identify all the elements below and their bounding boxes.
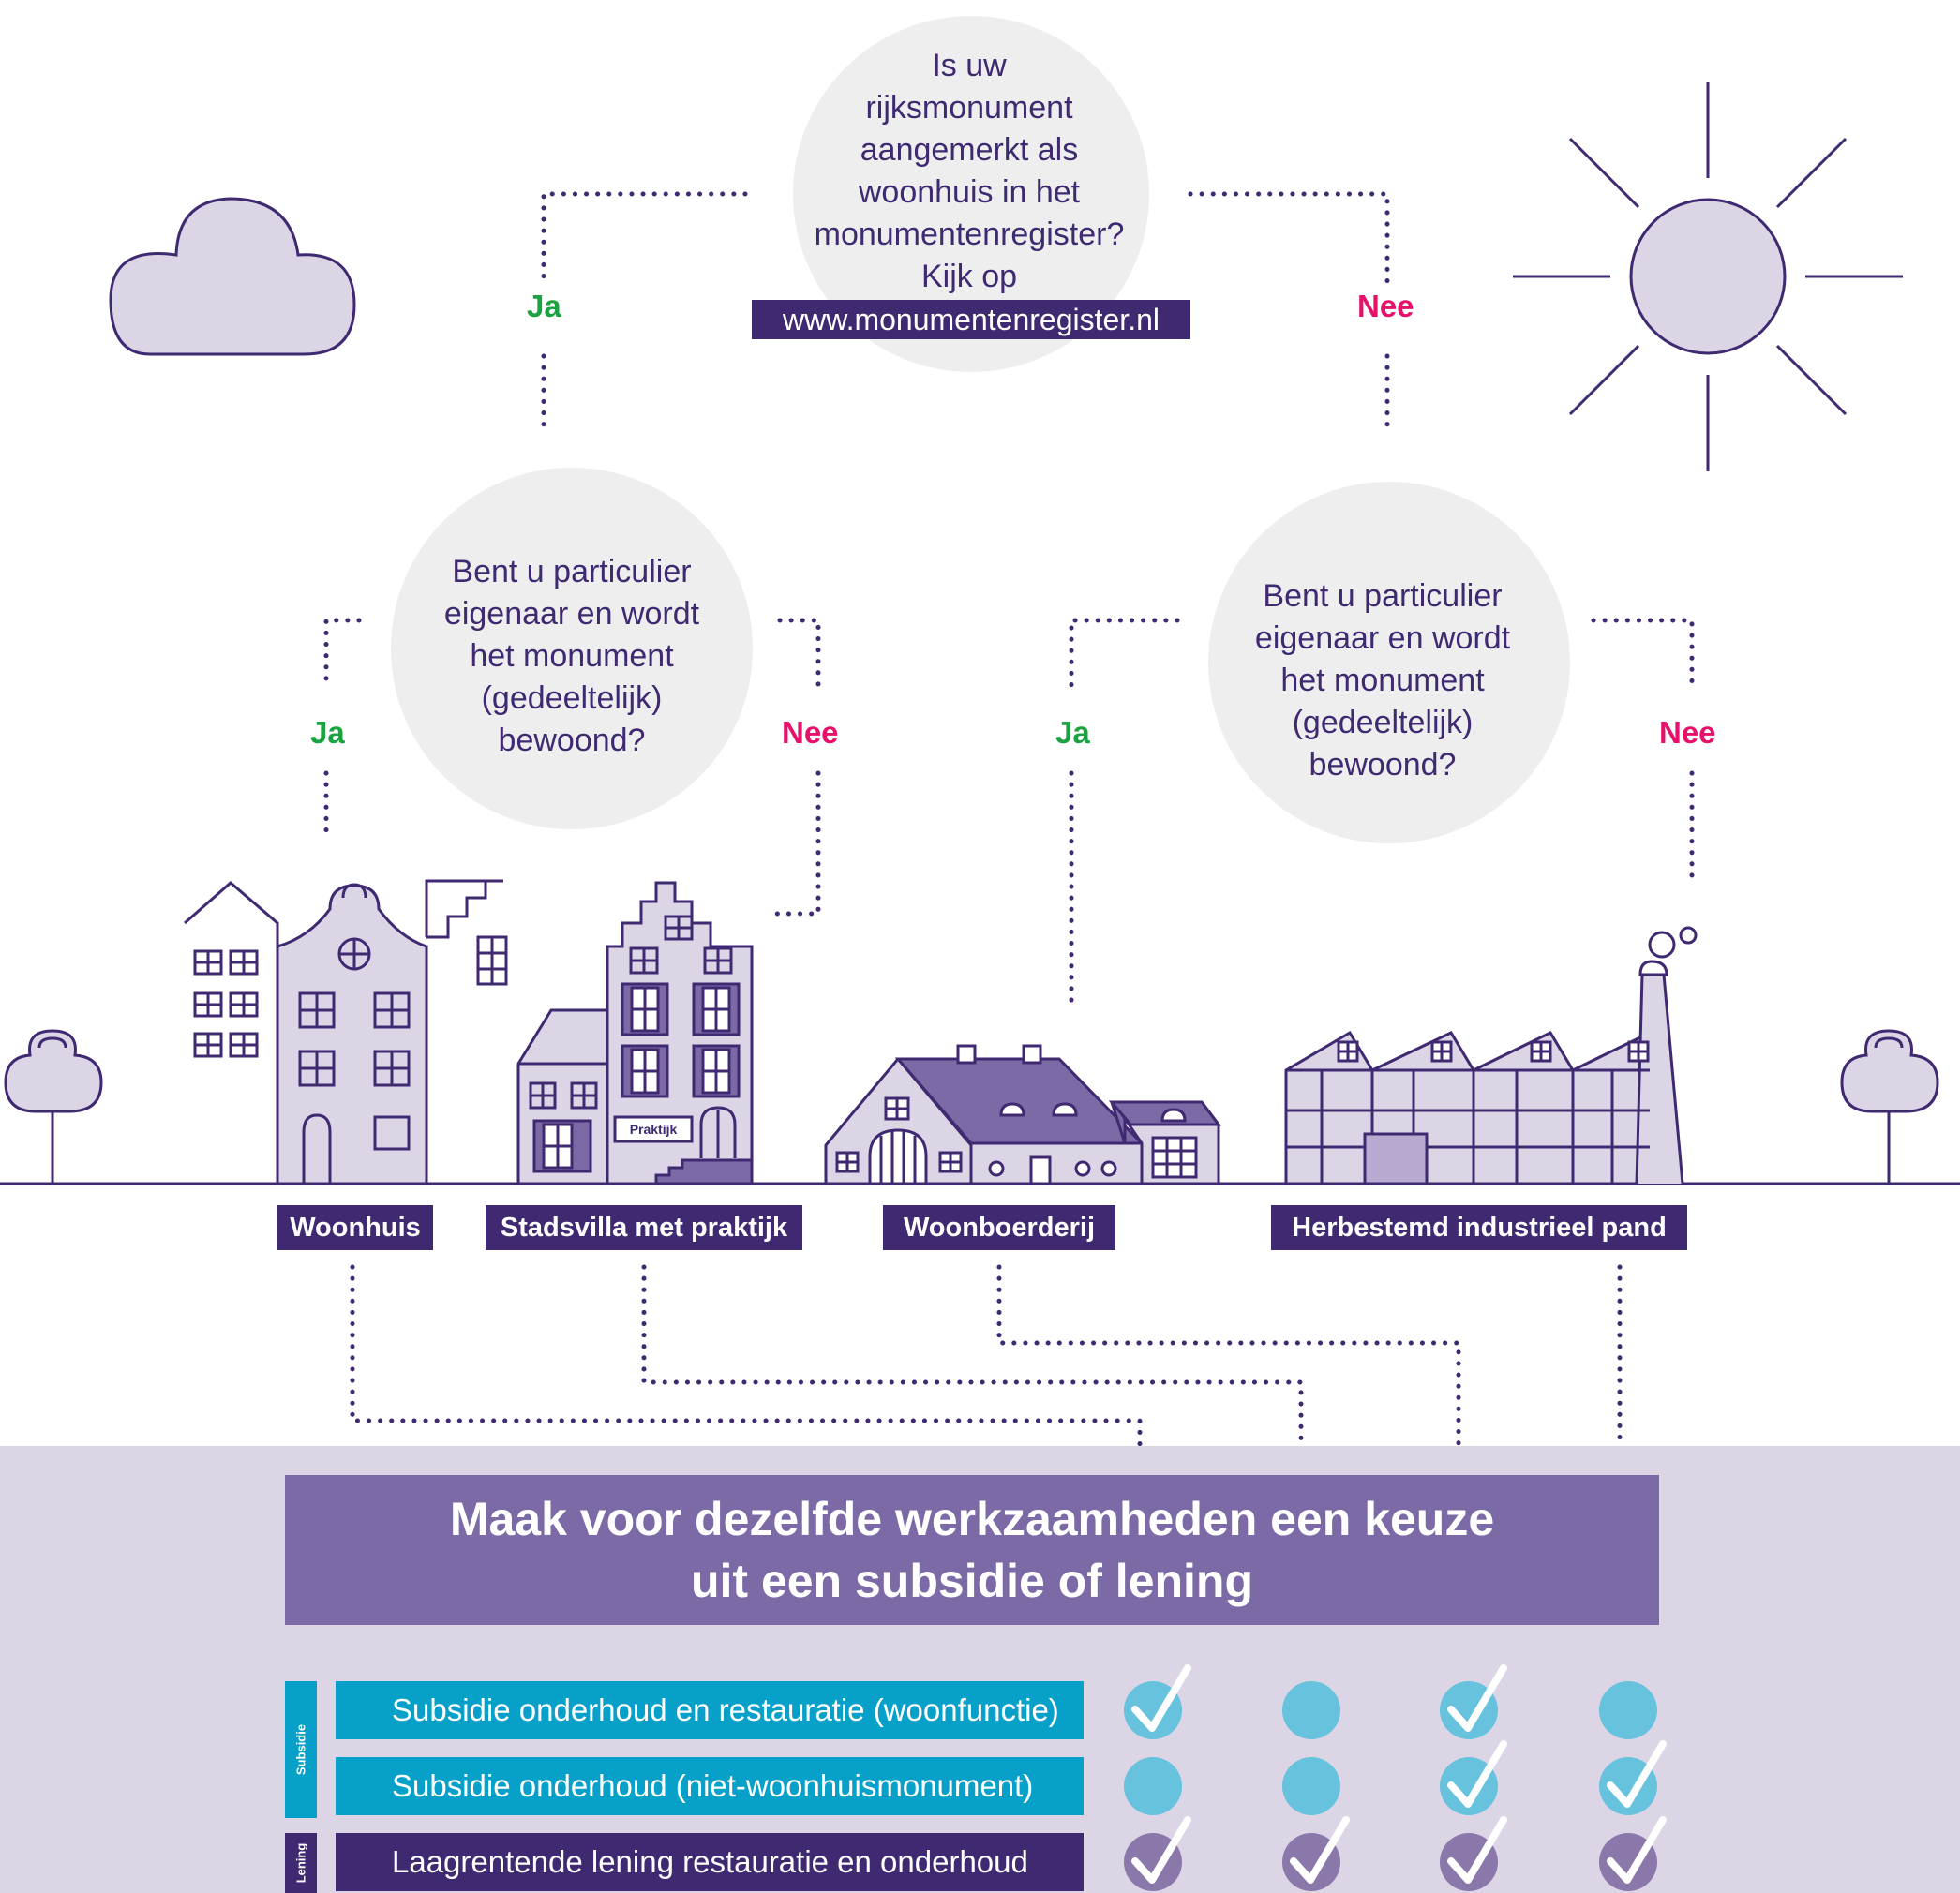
check-dot (1282, 1816, 1350, 1891)
empty-dot (1282, 1757, 1340, 1815)
check-dot (1599, 1740, 1667, 1815)
stadsvilla-building (516, 881, 754, 1185)
empty-dot (1124, 1757, 1182, 1815)
woonhuis-building (184, 879, 508, 1185)
question-top-text: Is uw rijksmonument aangemerkt als woonh… (797, 45, 1142, 298)
banner-line: Maak voor dezelfde werkzaamheden een keu… (449, 1493, 1495, 1545)
woonboerderij-building (824, 1044, 1221, 1185)
question-left-text: Bent u particulier eigenaar en wordt het… (398, 551, 745, 762)
option-row-lening: Laagrentende lening restauratie en onder… (336, 1833, 1084, 1891)
cloud-icon (109, 197, 356, 356)
checkmark-icon (1607, 1740, 1667, 1808)
check-dot (1440, 1664, 1507, 1739)
question-right-text: Bent u particulier eigenaar en wordt het… (1209, 575, 1556, 786)
question-circle-right (1208, 482, 1570, 843)
question-left-line: eigenaar en wordt (443, 596, 700, 632)
answer-right-no: Nee (1659, 715, 1716, 750)
question-top-line: woonhuis in het (858, 174, 1081, 210)
empty-dot (1282, 1681, 1340, 1739)
tree-icon-right (1840, 1029, 1939, 1184)
question-left-line: Bent u particulier (452, 554, 692, 589)
question-left-line: (gedeeltelijk) (481, 680, 663, 716)
question-top-line: rijksmonument (865, 90, 1073, 126)
question-circle-left (391, 468, 753, 829)
label-woonboerderij: Woonboerderij (883, 1205, 1115, 1250)
sun-icon (1513, 82, 1903, 471)
label-stadsvilla: Stadsvilla met praktijk (486, 1205, 802, 1250)
question-circle-top (793, 16, 1149, 372)
side-label-text: Lening (293, 1842, 308, 1884)
tree-icon-left (4, 1029, 103, 1184)
question-right-line: (gedeeltelijk) (1292, 705, 1474, 740)
question-left-line: bewoond? (498, 723, 646, 758)
check-dot (1599, 1816, 1667, 1891)
banner-line: uit een subsidie of lening (690, 1555, 1254, 1607)
check-dot (1440, 1816, 1507, 1891)
monumentenregister-link[interactable]: www.monumentenregister.nl (752, 300, 1190, 339)
industrieel-building (1284, 926, 1698, 1185)
option-row-subsidie-niet-woonhuis: Subsidie onderhoud (niet-woonhuismonumen… (336, 1757, 1084, 1815)
side-label-text: Subsidie (293, 1723, 308, 1776)
option-row-subsidie-woonfunctie: Subsidie onderhoud en restauratie (woonf… (336, 1681, 1084, 1739)
choice-banner: Maak voor dezelfde werkzaamheden een keu… (285, 1475, 1659, 1625)
question-right-line: bewoond? (1309, 747, 1457, 783)
checkmark-icon (1447, 1664, 1507, 1732)
answer-right-yes: Ja (1055, 715, 1090, 750)
checkmark-icon (1131, 1816, 1191, 1884)
checkmark-icon (1131, 1664, 1191, 1732)
check-dot (1440, 1740, 1507, 1815)
question-top-line: Kijk op (920, 259, 1018, 294)
label-woonhuis: Woonhuis (277, 1205, 433, 1250)
answer-left-yes: Ja (310, 715, 345, 750)
answer-top-yes: Ja (527, 289, 561, 323)
check-dot (1124, 1816, 1191, 1891)
question-top-line: Is uw (932, 48, 1007, 83)
question-right-line: het monument (1280, 663, 1485, 698)
empty-dot (1599, 1681, 1657, 1739)
checkmark-icon (1447, 1740, 1507, 1808)
question-top-line: monumentenregister? (814, 216, 1125, 252)
label-industrieel: Herbestemd industrieel pand (1271, 1205, 1687, 1250)
question-top-line: aangemerkt als (860, 132, 1079, 168)
connector-lines (323, 191, 1695, 1652)
checkmark-icon (1447, 1816, 1507, 1884)
side-label-subsidie: Subsidie (285, 1681, 317, 1818)
side-label-lening: Lening (285, 1833, 317, 1893)
checkmark-icon (1290, 1816, 1350, 1884)
question-right-line: eigenaar en wordt (1254, 620, 1511, 656)
question-right-line: Bent u particulier (1263, 578, 1503, 614)
answer-top-no: Nee (1357, 289, 1414, 323)
answer-left-no: Nee (782, 715, 839, 750)
question-left-line: het monument (470, 638, 674, 674)
checkmark-icon (1607, 1816, 1667, 1884)
praktijk-sign: Praktijk (629, 1122, 678, 1137)
check-dot (1124, 1664, 1191, 1739)
